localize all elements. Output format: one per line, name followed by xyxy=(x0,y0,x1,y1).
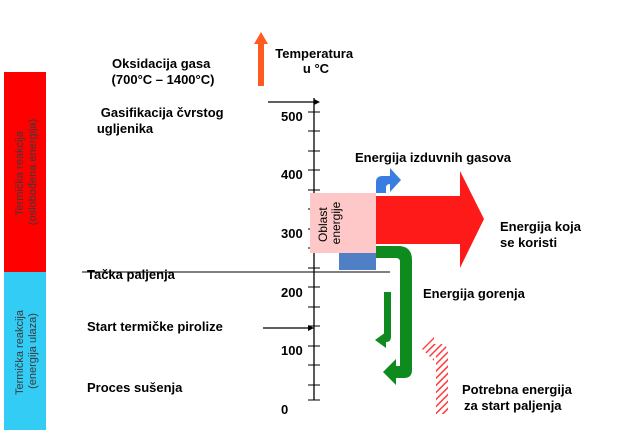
tick-label-500: 500 xyxy=(281,109,303,124)
start-energy-label: Potrebna energija za start paljenja xyxy=(462,382,575,413)
pyrolysis-pointer-arrow-icon xyxy=(308,325,314,331)
energy-zone-label: Oblast energije xyxy=(316,201,343,244)
tick-label-200: 200 xyxy=(281,285,303,300)
combustion-energy-flow: Energija gorenja xyxy=(375,246,526,385)
released-energy-band-fill xyxy=(4,72,46,272)
gasification-label: Gasifikacija čvrstog ugljenika xyxy=(97,105,227,136)
pyrolysis-start-label: Start termičke pirolize xyxy=(87,319,223,334)
oxidation-label: Oksidacija gasa (700°C – 1400°C) xyxy=(112,56,215,87)
stage-labels: Oksidacija gasa (700°C – 1400°C) Gasifik… xyxy=(82,56,390,395)
useful-energy-flow: Energija koja se koristi xyxy=(376,171,585,268)
ignition-point-label: Tačka paljenja xyxy=(87,267,176,282)
useful-energy-label: Energija koja se koristi xyxy=(500,219,585,250)
released-energy-band: Termička reakcija (oslobođena energija) xyxy=(4,72,46,272)
tick-label-400: 400 xyxy=(281,167,303,182)
axis-title: Temperatura u °C xyxy=(275,46,356,76)
combustion-main-arrow-icon xyxy=(376,246,412,385)
released-energy-band-label: Termička reakcija (oslobođena energija) xyxy=(14,119,39,225)
tick-label-100: 100 xyxy=(281,343,303,358)
input-energy-band: Termička reakcija (energija ulaza) xyxy=(4,272,46,430)
temperature-axis: 500 400 300 200 100 0 xyxy=(281,98,320,417)
axis-title-group: Temperatura u °C xyxy=(254,32,356,86)
temperature-up-arrow-icon xyxy=(254,32,268,86)
exhaust-energy-label: Energija izduvnih gasova xyxy=(355,150,512,165)
drying-label: Proces sušenja xyxy=(87,380,183,395)
exhaust-arrow-icon xyxy=(376,168,401,193)
start-energy-flow: Potrebna energija za start paljenja xyxy=(422,337,575,414)
input-energy-band-label: Termička reakcija (energija ulaza) xyxy=(14,307,39,395)
start-energy-arrow-icon xyxy=(422,337,448,414)
combustion-branch-arrow-icon xyxy=(375,292,391,348)
energy-zone-fill xyxy=(310,193,376,253)
exhaust-energy-flow: Energija izduvnih gasova xyxy=(355,150,512,193)
input-energy-band-fill xyxy=(4,272,46,430)
oxidation-pointer-arrow-icon xyxy=(314,99,320,105)
tick-label-0: 0 xyxy=(281,402,288,417)
tick-label-300: 300 xyxy=(281,226,303,241)
energy-zone-base xyxy=(339,253,376,270)
energy-zone: Oblast energije xyxy=(310,193,376,270)
useful-energy-arrow-icon xyxy=(376,171,484,268)
combustion-energy-label: Energija gorenja xyxy=(423,286,526,301)
